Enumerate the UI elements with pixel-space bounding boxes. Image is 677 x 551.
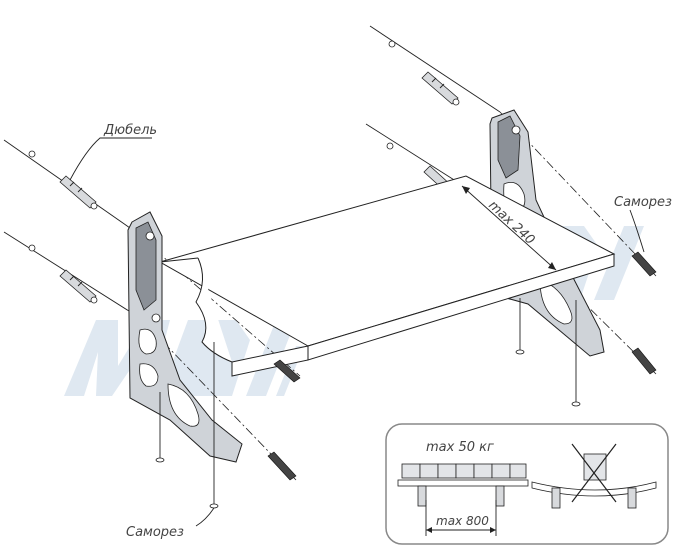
left-bracket bbox=[127, 211, 243, 463]
screw-icon bbox=[631, 347, 657, 375]
shelf-board bbox=[158, 175, 616, 377]
dowel-bottom-left bbox=[59, 269, 98, 304]
shelf-bent bbox=[531, 481, 657, 497]
dowel-top-left bbox=[59, 175, 98, 210]
screw-label-top-right-group: Саморез bbox=[614, 195, 672, 253]
dowel-label: Дюбель bbox=[103, 123, 157, 138]
shelf-correct bbox=[397, 479, 529, 487]
washer-icon bbox=[388, 40, 396, 48]
screw-icon bbox=[267, 451, 297, 481]
wall-screws bbox=[267, 251, 657, 481]
washer-icon bbox=[386, 142, 394, 150]
heavy-weight-icon bbox=[583, 453, 607, 481]
weights-row bbox=[401, 463, 527, 479]
screw-icon bbox=[631, 251, 657, 277]
screw-icon bbox=[273, 359, 301, 383]
max-span-label: max 800 bbox=[436, 514, 489, 528]
max-load-label: max 50 кг bbox=[426, 440, 494, 455]
shelf-screws bbox=[155, 298, 581, 509]
dowel-label-group: Дюбель bbox=[69, 123, 157, 181]
screw-label-bottom-left: Саморез bbox=[126, 525, 184, 540]
screw-label-bottom-left-group: Саморез bbox=[126, 507, 215, 540]
dowel-top-right bbox=[421, 71, 460, 106]
load-info-inset: max 50 кг max 800 bbox=[385, 423, 669, 545]
washer-icon bbox=[28, 244, 36, 252]
washer-icon bbox=[28, 150, 36, 158]
screw-label-top-right: Саморез bbox=[614, 195, 672, 210]
